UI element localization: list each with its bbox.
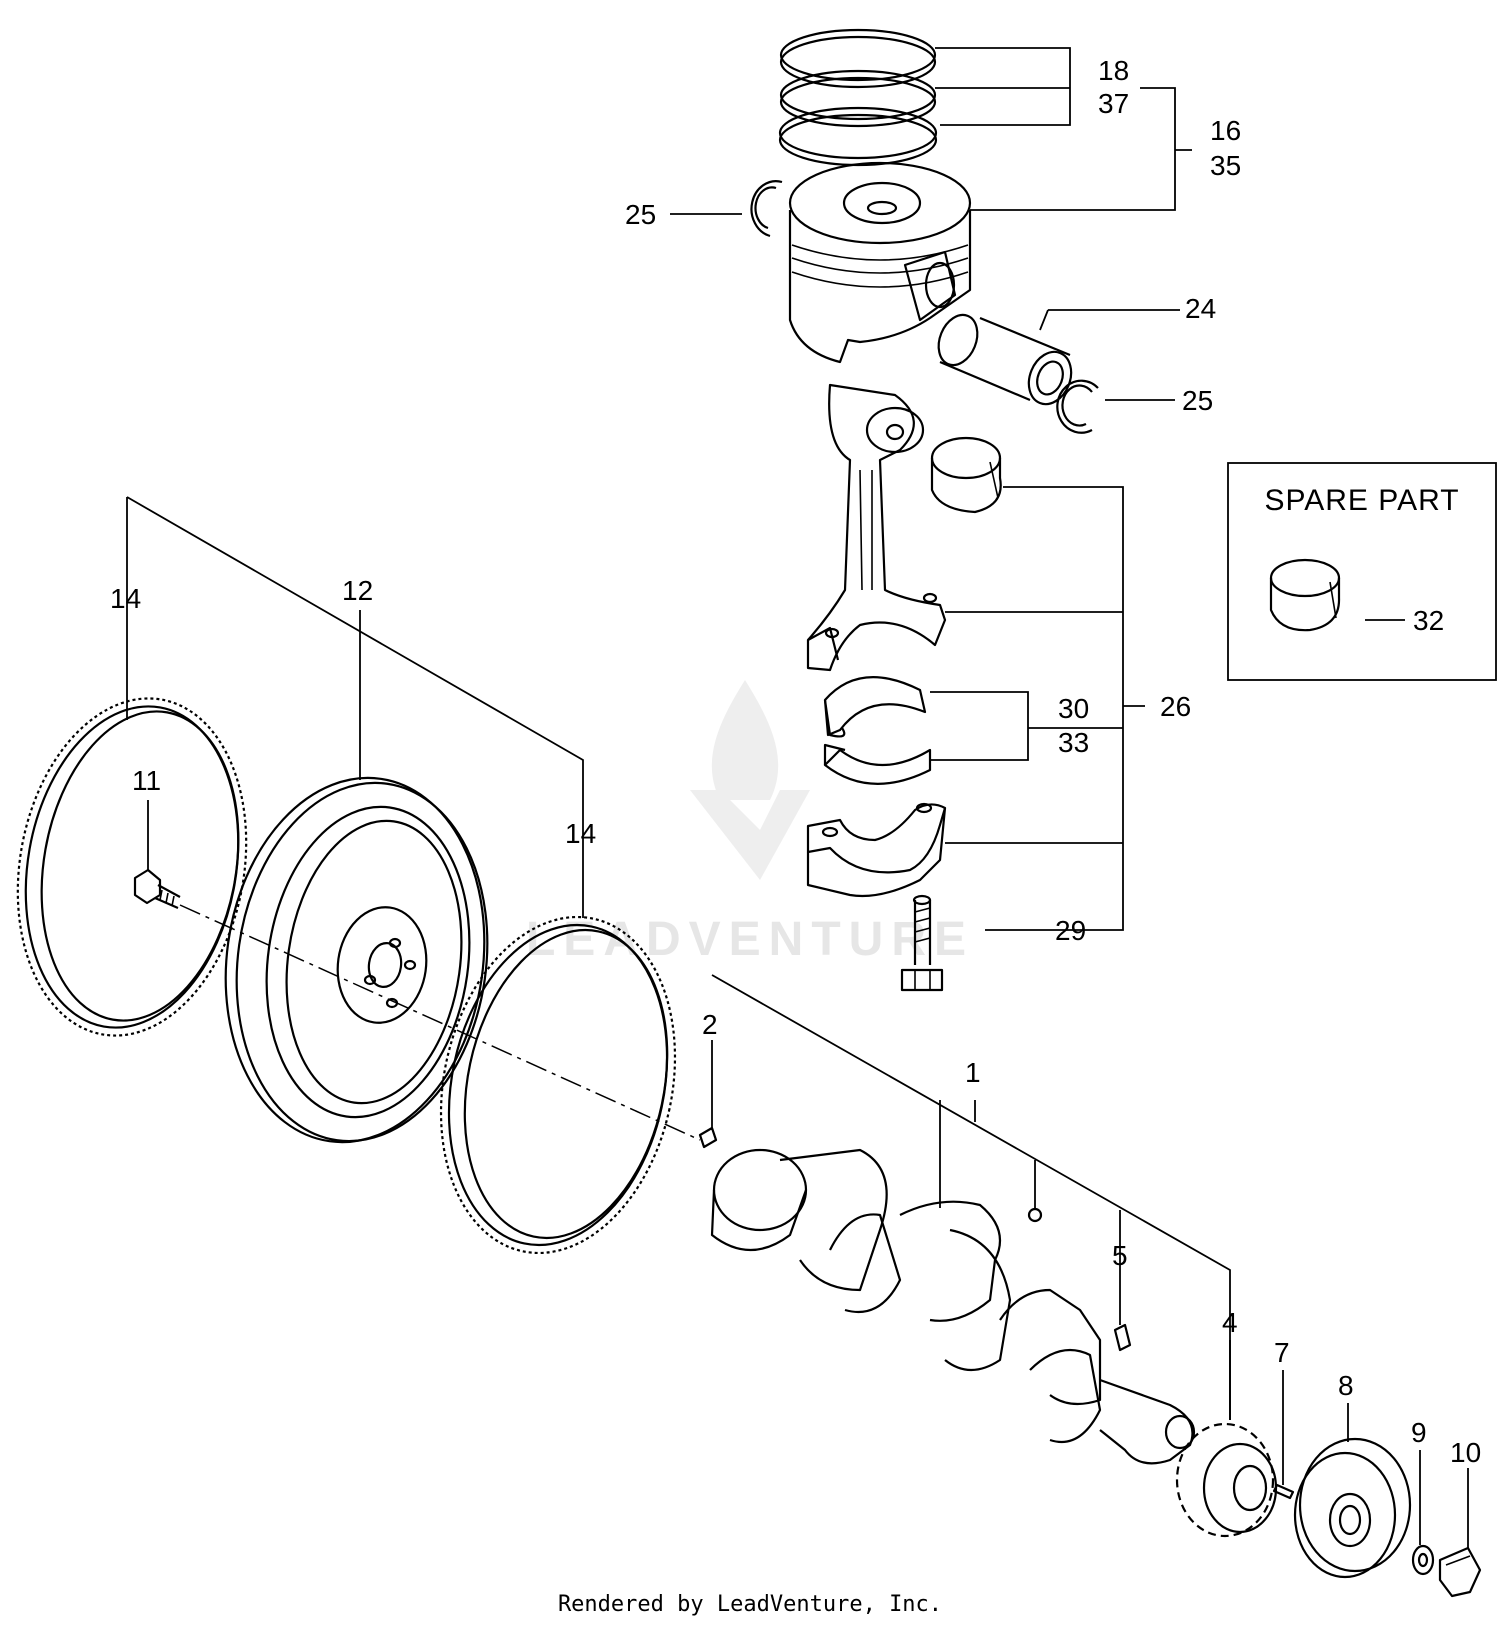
ring-gear-right xyxy=(439,915,677,1255)
label-16: 16 xyxy=(1210,115,1241,146)
rod-bolt xyxy=(900,894,944,992)
piston xyxy=(788,161,972,364)
washer xyxy=(1411,1544,1435,1576)
flywheel xyxy=(224,776,489,1144)
label-8: 8 xyxy=(1338,1370,1354,1401)
pulley-bolt xyxy=(1438,1546,1482,1598)
label-35: 35 xyxy=(1210,150,1241,181)
part-labels: 18 37 16 35 25 24 25 26 30 33 29 14 12 1… xyxy=(110,55,1481,1468)
leader-lines xyxy=(126,47,1469,1548)
label-29: 29 xyxy=(1055,915,1086,946)
label-4: 4 xyxy=(1222,1307,1238,1338)
label-32: 32 xyxy=(1413,605,1444,636)
dowel-pin xyxy=(698,1126,718,1149)
label-2: 2 xyxy=(702,1009,718,1040)
label-14-left: 14 xyxy=(110,583,141,614)
crankshaft xyxy=(710,1148,1196,1465)
circlip-right xyxy=(1056,379,1099,434)
connecting-rod xyxy=(806,383,947,672)
label-18: 18 xyxy=(1098,55,1129,86)
watermark-text: LEADVENTURE xyxy=(526,913,974,966)
label-25-right: 25 xyxy=(1182,385,1213,416)
rod-cap xyxy=(806,802,947,898)
piston-pin xyxy=(937,313,1073,406)
label-1: 1 xyxy=(965,1057,981,1088)
flywheel-bolt xyxy=(133,868,181,910)
small-end-bushing xyxy=(930,436,1002,514)
spare-part-box: SPARE PART 32 xyxy=(1227,462,1497,681)
pulley xyxy=(1293,1437,1412,1579)
label-12: 12 xyxy=(342,575,373,606)
label-9: 9 xyxy=(1411,1417,1427,1448)
bearing-shells xyxy=(823,676,932,785)
spare-part-title: SPARE PART xyxy=(1264,484,1459,517)
circlip-left xyxy=(750,180,783,238)
ring-gear-left xyxy=(16,697,248,1037)
label-7: 7 xyxy=(1274,1337,1290,1368)
label-30: 30 xyxy=(1058,693,1089,724)
footer-credit: Rendered by LeadVenture, Inc. xyxy=(557,1592,943,1617)
label-14-right: 14 xyxy=(565,818,596,849)
label-11: 11 xyxy=(132,765,161,796)
label-5: 5 xyxy=(1112,1240,1128,1271)
watermark: LEADVENTURE xyxy=(526,680,974,966)
key xyxy=(1272,1483,1295,1500)
piston-rings xyxy=(778,28,938,167)
label-25-left: 25 xyxy=(625,199,656,230)
label-10: 10 xyxy=(1450,1437,1481,1468)
centre-line xyxy=(179,904,701,1141)
label-26: 26 xyxy=(1160,691,1191,722)
label-33: 33 xyxy=(1058,727,1089,758)
label-37: 37 xyxy=(1098,88,1129,119)
label-24: 24 xyxy=(1185,293,1216,324)
